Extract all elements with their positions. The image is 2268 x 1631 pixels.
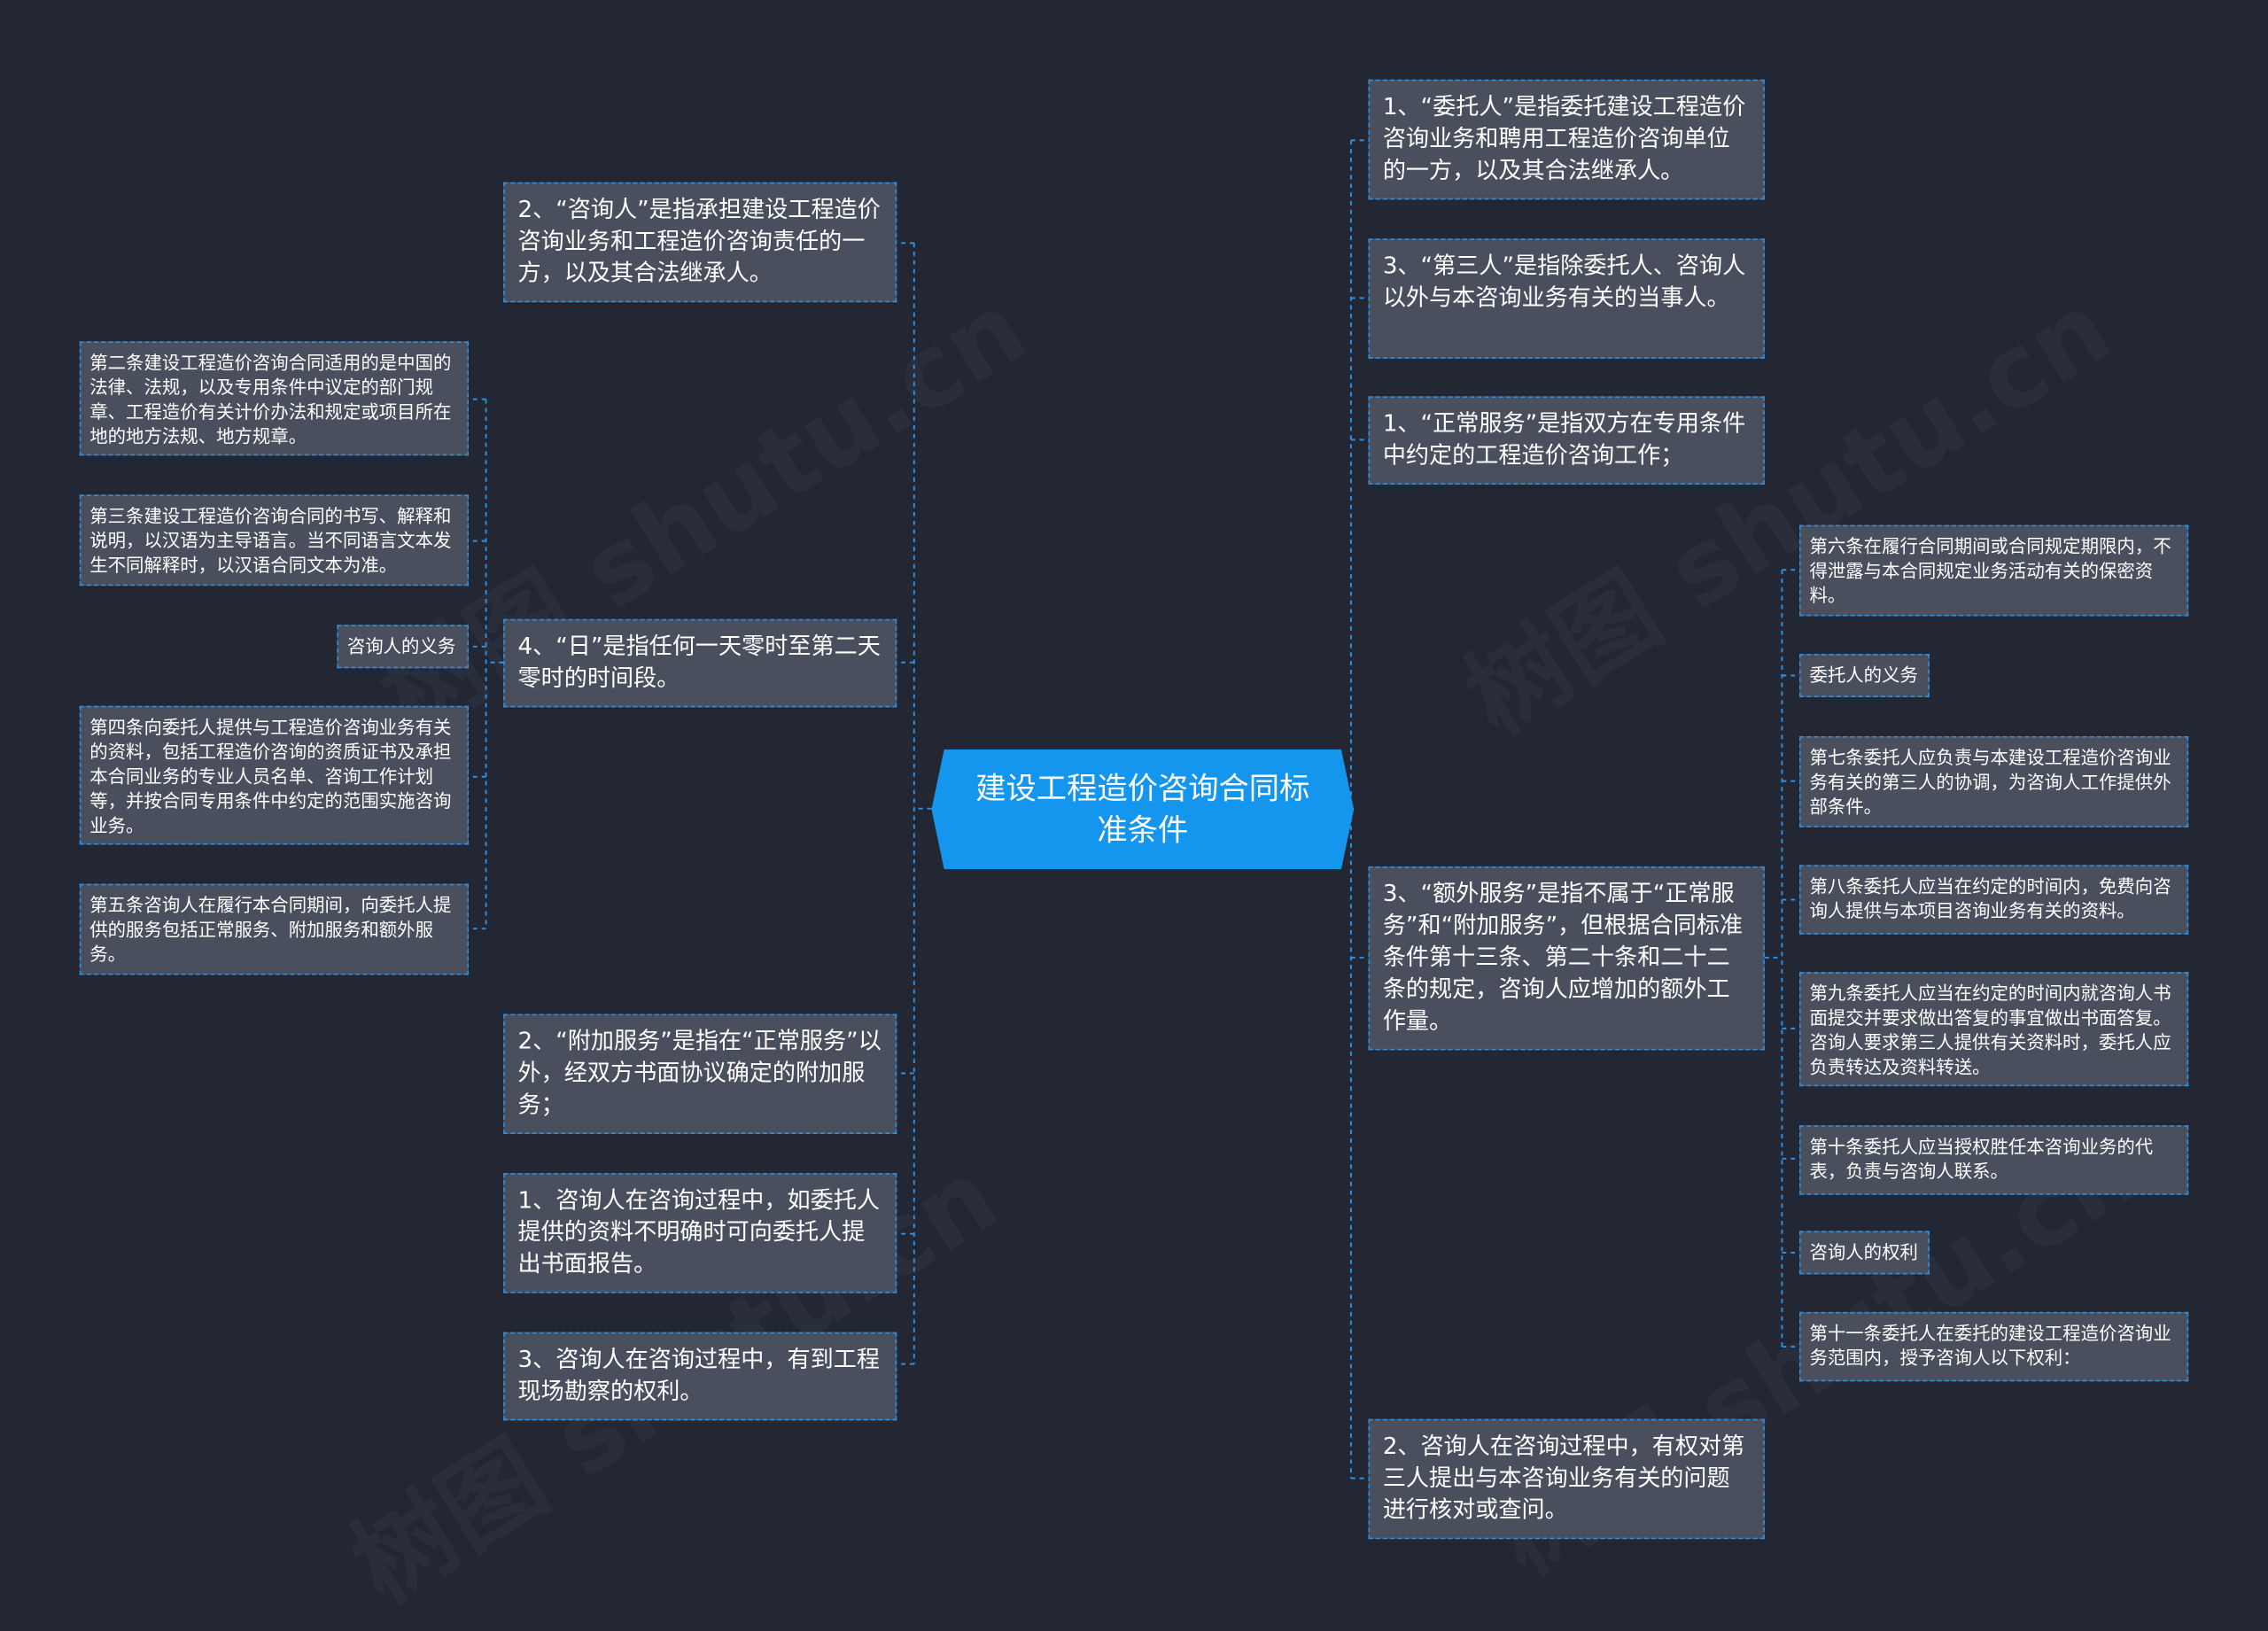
right-node-client-def[interactable]: 1、“委托人”是指委托建设工程造价咨询业务和聘用工程造价咨询单位的一方，以及其合… — [1368, 79, 1765, 200]
right-child-client-obligations[interactable]: 委托人的义务 — [1799, 653, 1930, 697]
right-child-article-11[interactable]: 第十一条委托人在委托的建设工程造价咨询业务范围内，授予咨询人以下权利： — [1799, 1311, 2189, 1382]
left-child-article-5[interactable]: 第五条咨询人在履行本合同期间，向委托人提供的服务包括正常服务、附加服务和额外服务… — [79, 883, 469, 975]
right-child-article-6[interactable]: 第六条在履行合同期间或合同规定期限内，不得泄露与本合同规定业务活动有关的保密资料… — [1799, 524, 2189, 617]
right-child-article-7[interactable]: 第七条委托人应负责与本建设工程造价咨询业务有关的第三人的协调，为咨询人工作提供外… — [1799, 736, 2189, 827]
right-child-article-10[interactable]: 第十条委托人应当授权胜任本咨询业务的代表，负责与咨询人联系。 — [1799, 1125, 2189, 1195]
left-node-consultant-def[interactable]: 2、“咨询人”是指承担建设工程造价咨询业务和工程造价咨询责任的一方，以及其合法继… — [503, 182, 897, 303]
right-child-article-9[interactable]: 第九条委托人应当在约定的时间内就咨询人书面提交并要求做出答复的事宜做出书面答复。… — [1799, 972, 2189, 1087]
left-child-article-4[interactable]: 第四条向委托人提供与工程造价咨询业务有关的资料，包括工程造价咨询的资质证书及承担… — [79, 705, 469, 845]
right-node-third-party-def[interactable]: 3、“第三人”是指除委托人、咨询人以外与本咨询业务有关的当事人。 — [1368, 238, 1765, 359]
left-child-consultant-obligations[interactable]: 咨询人的义务 — [337, 625, 469, 669]
left-node-consultant-report[interactable]: 1、咨询人在咨询过程中，如委托人提供的资料不明确时可向委托人提出书面报告。 — [503, 1173, 897, 1293]
right-child-consultant-rights[interactable]: 咨询人的权利 — [1799, 1231, 1930, 1275]
root-title: 建设工程造价咨询合同标准条件 — [975, 770, 1310, 847]
right-node-normal-service[interactable]: 1、“正常服务”是指双方在专用条件中约定的工程造价咨询工作； — [1368, 396, 1765, 485]
left-child-article-2[interactable]: 第二条建设工程造价咨询合同适用的是中国的法律、法规，以及专用条件中议定的部门规章… — [79, 341, 469, 456]
right-node-query-right[interactable]: 2、咨询人在咨询过程中，有权对第三人提出与本咨询业务有关的问题进行核对或查问。 — [1368, 1418, 1765, 1540]
left-node-site-survey[interactable]: 3、咨询人在咨询过程中，有到工程现场勘察的权利。 — [503, 1332, 897, 1421]
left-node-day-def[interactable]: 4、“日”是指任何一天零时至第二天零时的时间段。 — [503, 618, 897, 708]
right-node-extra-service[interactable]: 3、“额外服务”是指不属于“正常服务”和“附加服务”，但根据合同标准条件第十三条… — [1368, 866, 1765, 1051]
left-child-article-3[interactable]: 第三条建设工程造价咨询合同的书写、解释和说明，以汉语为主导语言。当不同语言文本发… — [79, 494, 469, 586]
root-topic[interactable]: 建设工程造价咨询合同标准条件 — [931, 749, 1355, 870]
left-node-additional-service[interactable]: 2、“附加服务”是指在“正常服务”以外，经双方书面协议确定的附加服务； — [503, 1014, 897, 1135]
right-child-article-8[interactable]: 第八条委托人应当在约定的时间内，免费向咨询人提供与本项目咨询业务有关的资料。 — [1799, 865, 2189, 935]
